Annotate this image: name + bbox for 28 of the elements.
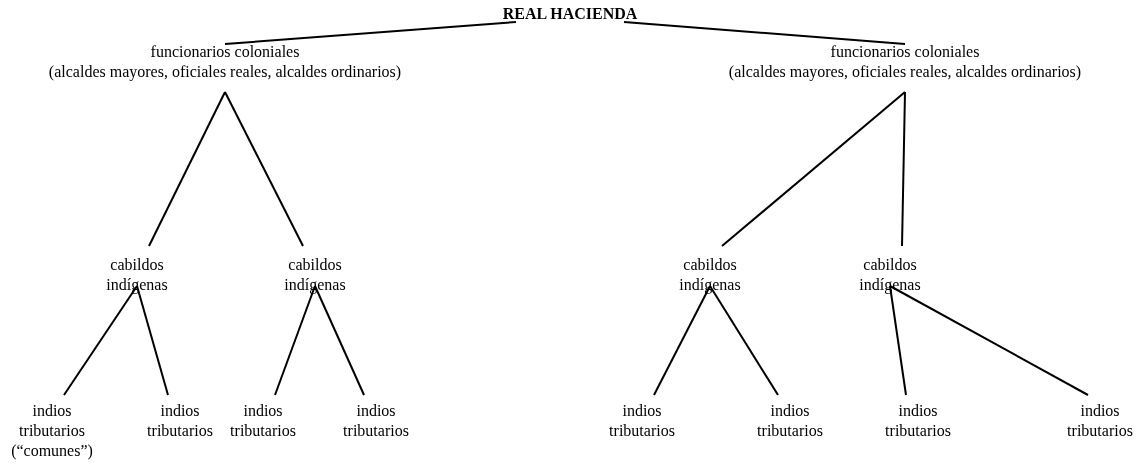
title-text: REAL HACIENDA: [502, 4, 638, 24]
node-label: cabildos indígenas: [283, 255, 347, 295]
node-label: indios tributarios: [229, 401, 297, 441]
node-label: cabildos indígenas: [105, 255, 169, 295]
node-label: funcionarios coloniales: [150, 42, 300, 62]
node-label: indios tributarios (“comunes”): [10, 401, 94, 461]
connector-line: [63, 285, 138, 396]
connector-line: [224, 21, 517, 45]
connector-line: [623, 21, 906, 45]
connector-line: [148, 91, 226, 247]
connector-line: [709, 285, 779, 396]
connector-line: [224, 91, 304, 247]
connector-line: [136, 285, 169, 396]
node-label: cabildos indígenas: [858, 255, 922, 295]
node-label: indios tributarios: [1066, 401, 1134, 441]
connector-line: [889, 285, 1089, 396]
node-label: indios tributarios: [756, 401, 824, 441]
node-label: indios tributarios: [884, 401, 952, 441]
node-label: (alcaldes mayores, oficiales reales, alcaldes ordinarios): [48, 62, 402, 82]
node-label: cabildos indígenas: [678, 255, 742, 295]
connector-line: [901, 91, 906, 247]
node-label: (alcaldes mayores, oficiales reales, alcaldes ordinarios): [728, 62, 1082, 82]
node-label: indios tributarios: [342, 401, 410, 441]
connector-line: [721, 91, 906, 247]
node-label: indios tributarios: [146, 401, 214, 441]
node-label: indios tributarios: [608, 401, 676, 441]
node-label: funcionarios coloniales: [830, 42, 980, 62]
connector-line: [314, 285, 365, 396]
